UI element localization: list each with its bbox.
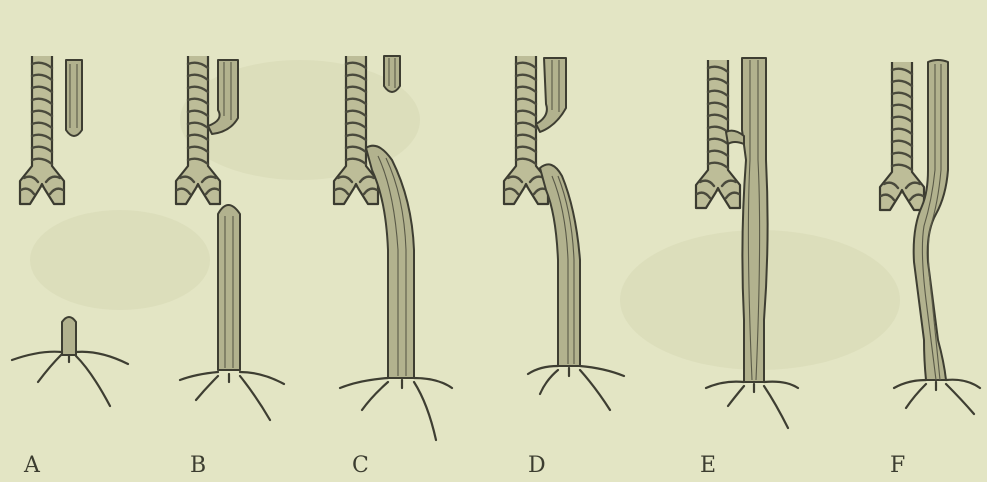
nerves-f (894, 380, 980, 414)
upper-esophageal-pouch-c (384, 56, 400, 92)
panel-label-f: F (890, 453, 905, 478)
esophagus-f (914, 60, 948, 380)
panel-label-b: B (190, 453, 206, 478)
lower-esophageal-stub-a (62, 317, 76, 355)
nerves-d (528, 366, 624, 410)
panel-d (504, 56, 624, 410)
h-type-fistula-e (726, 131, 744, 144)
panel-label-e: E (700, 453, 716, 478)
nerves-b (180, 372, 284, 420)
lower-esophagus-b (218, 205, 240, 370)
nerves-a (12, 352, 128, 406)
paper-texture (30, 60, 900, 370)
nerves-e (706, 382, 798, 428)
trachea-a (20, 56, 64, 204)
panel-label-a: A (23, 453, 41, 478)
panel-label-d: D (528, 453, 546, 478)
upper-esophageal-pouch-a (66, 60, 82, 136)
panel-label-c: C (352, 453, 369, 478)
upper-esophagus-fistula-d (536, 58, 566, 132)
esophagus-e (742, 58, 768, 382)
panel-f (880, 60, 980, 414)
nerves-c (340, 378, 452, 440)
trachea-f (880, 62, 924, 210)
